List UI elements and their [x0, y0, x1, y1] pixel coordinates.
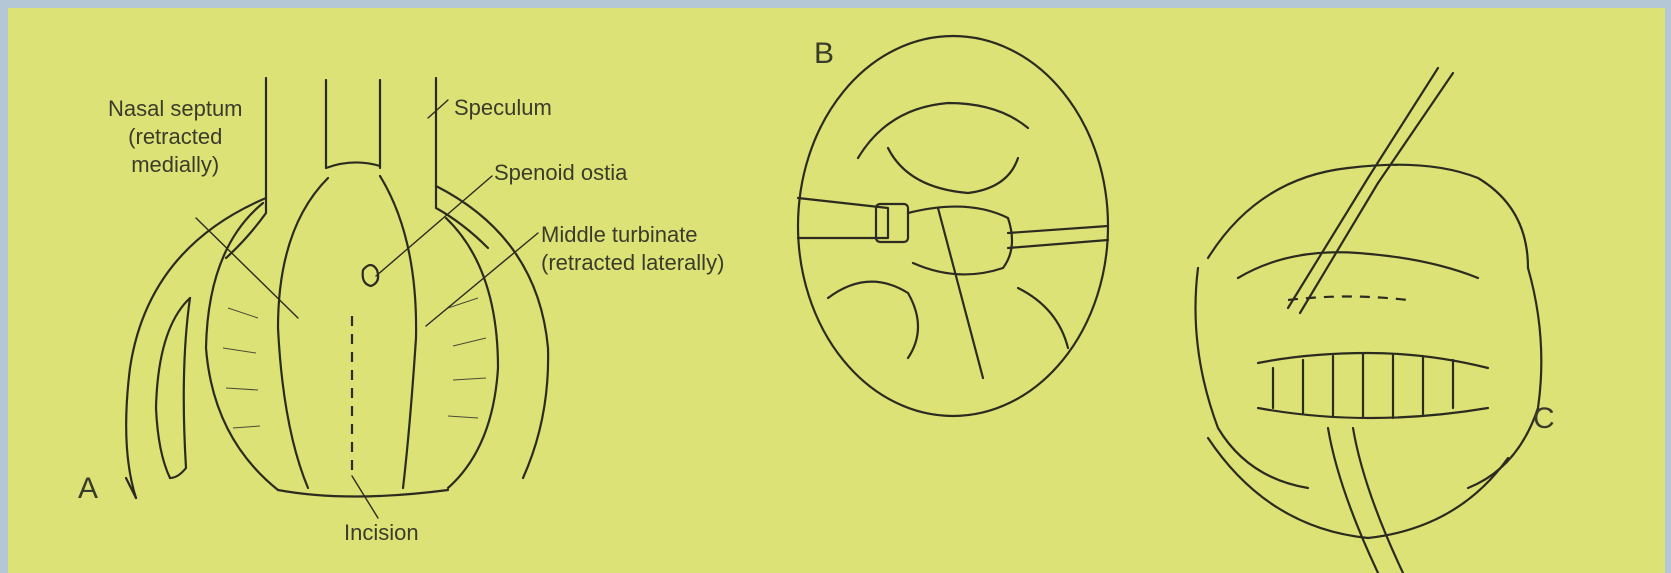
panel-a-letter: A [78, 476, 98, 502]
panel-b-letter: B [814, 41, 834, 67]
sphenoid-ostia-label: Spenoid ostia [494, 160, 627, 186]
panel-c-drawing [1196, 68, 1542, 573]
panel-c-letter: C [1533, 406, 1555, 432]
illustration [8, 8, 1665, 573]
panel-b-drawing [798, 36, 1108, 416]
figure-page: ​ [8, 8, 1665, 573]
nasal-septum-label: Nasal septum (retracted medially) [108, 95, 243, 179]
middle-turbinate-label: Middle turbinate (retracted laterally) [541, 221, 724, 277]
speculum-label: Speculum [454, 95, 552, 121]
incision-label: Incision [344, 520, 419, 546]
